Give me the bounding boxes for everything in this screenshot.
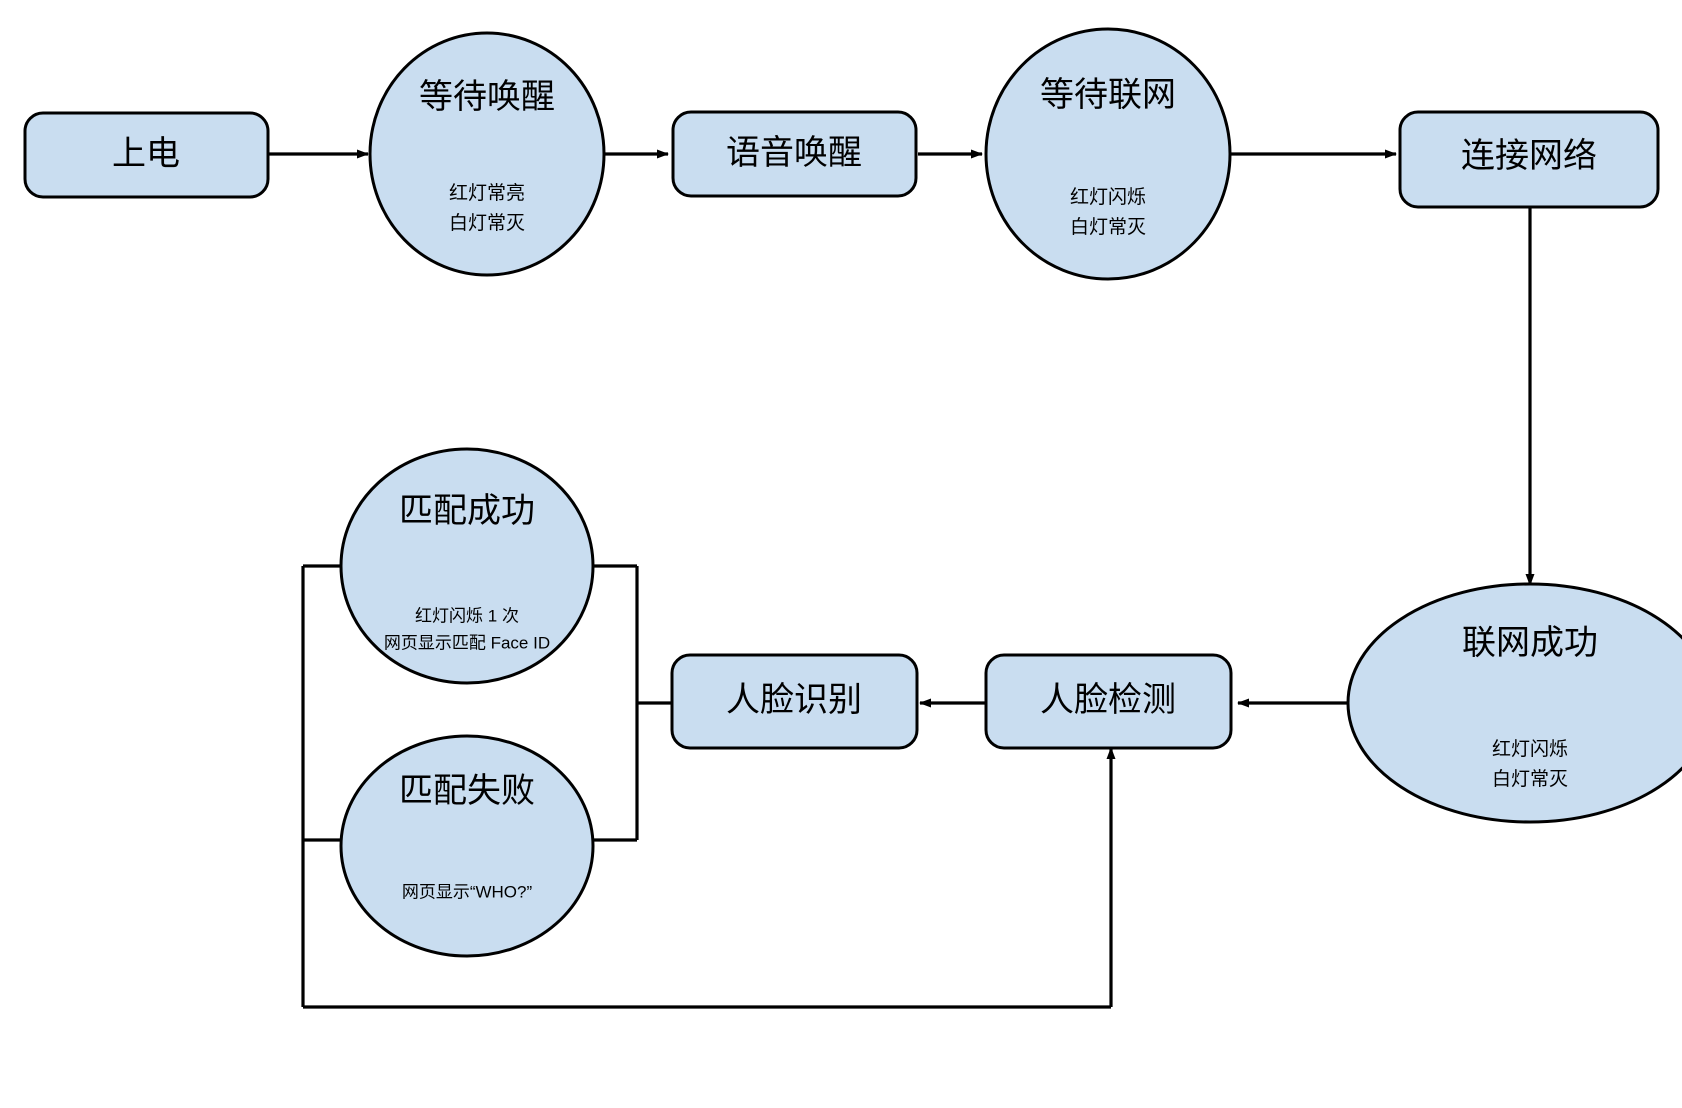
node-power-on-label: 上电	[112, 135, 180, 173]
node-await-network-label: 等待联网	[1040, 76, 1176, 114]
node-face-recognize-label: 人脸识别	[726, 681, 862, 719]
node-network-success-label: 联网成功	[1462, 624, 1598, 662]
node-face-detect[interactable]: 人脸检测	[984, 653, 1233, 750]
node-match-failure-sub-1: 网页显示“WHO?”	[402, 882, 533, 901]
node-match-success-sub-2: 网页显示匹配 Face ID	[384, 633, 550, 652]
node-match-success[interactable]: 匹配成功 红灯闪烁 1 次 网页显示匹配 Face ID	[339, 447, 595, 685]
node-match-success-label: 匹配成功	[399, 492, 535, 530]
node-await-network-sub-2: 白灯常灭	[1070, 216, 1146, 238]
node-connect-network-shape[interactable]	[1398, 110, 1660, 209]
node-network-success-shape[interactable]	[1346, 582, 1682, 824]
node-face-detect-label: 人脸检测	[1040, 681, 1176, 719]
node-match-failure[interactable]: 匹配失败 网页显示“WHO?”	[339, 734, 595, 958]
node-network-success-sub-2: 白灯常灭	[1492, 768, 1568, 790]
node-voice-wakeup-label: 语音唤醒	[726, 134, 862, 172]
node-match-failure-label: 匹配失败	[399, 772, 535, 810]
node-await-wakeup-shape[interactable]	[368, 31, 606, 277]
node-connect-network-label: 连接网络	[1461, 137, 1597, 175]
node-await-network-sub-1: 红灯闪烁	[1070, 186, 1146, 208]
node-await-wakeup-sub-1: 红灯常亮	[449, 182, 525, 204]
node-connect-network[interactable]: 连接网络	[1398, 110, 1660, 209]
node-await-wakeup-sub-2: 白灯常灭	[449, 212, 525, 234]
node-power-on[interactable]: 上电	[23, 111, 270, 199]
node-match-failure-shape[interactable]	[339, 734, 595, 958]
node-power-on-shape[interactable]	[23, 111, 270, 199]
node-face-recognize-shape[interactable]	[670, 653, 919, 750]
node-await-wakeup[interactable]: 等待唤醒 红灯常亮 白灯常灭	[368, 31, 606, 277]
node-network-success-sub-1: 红灯闪烁	[1492, 738, 1568, 760]
node-voice-wakeup[interactable]: 语音唤醒	[671, 110, 918, 198]
node-voice-wakeup-shape[interactable]	[671, 110, 918, 198]
node-match-success-sub-1: 红灯闪烁 1 次	[415, 606, 519, 625]
node-match-success-shape[interactable]	[339, 447, 595, 685]
node-await-network[interactable]: 等待联网 红灯闪烁 白灯常灭	[984, 27, 1232, 281]
node-await-network-shape[interactable]	[984, 27, 1232, 281]
node-face-detect-shape[interactable]	[984, 653, 1233, 750]
node-await-wakeup-label: 等待唤醒	[419, 78, 555, 116]
node-face-recognize[interactable]: 人脸识别	[670, 653, 919, 750]
node-network-success[interactable]: 联网成功 红灯闪烁 白灯常灭	[1346, 582, 1682, 824]
